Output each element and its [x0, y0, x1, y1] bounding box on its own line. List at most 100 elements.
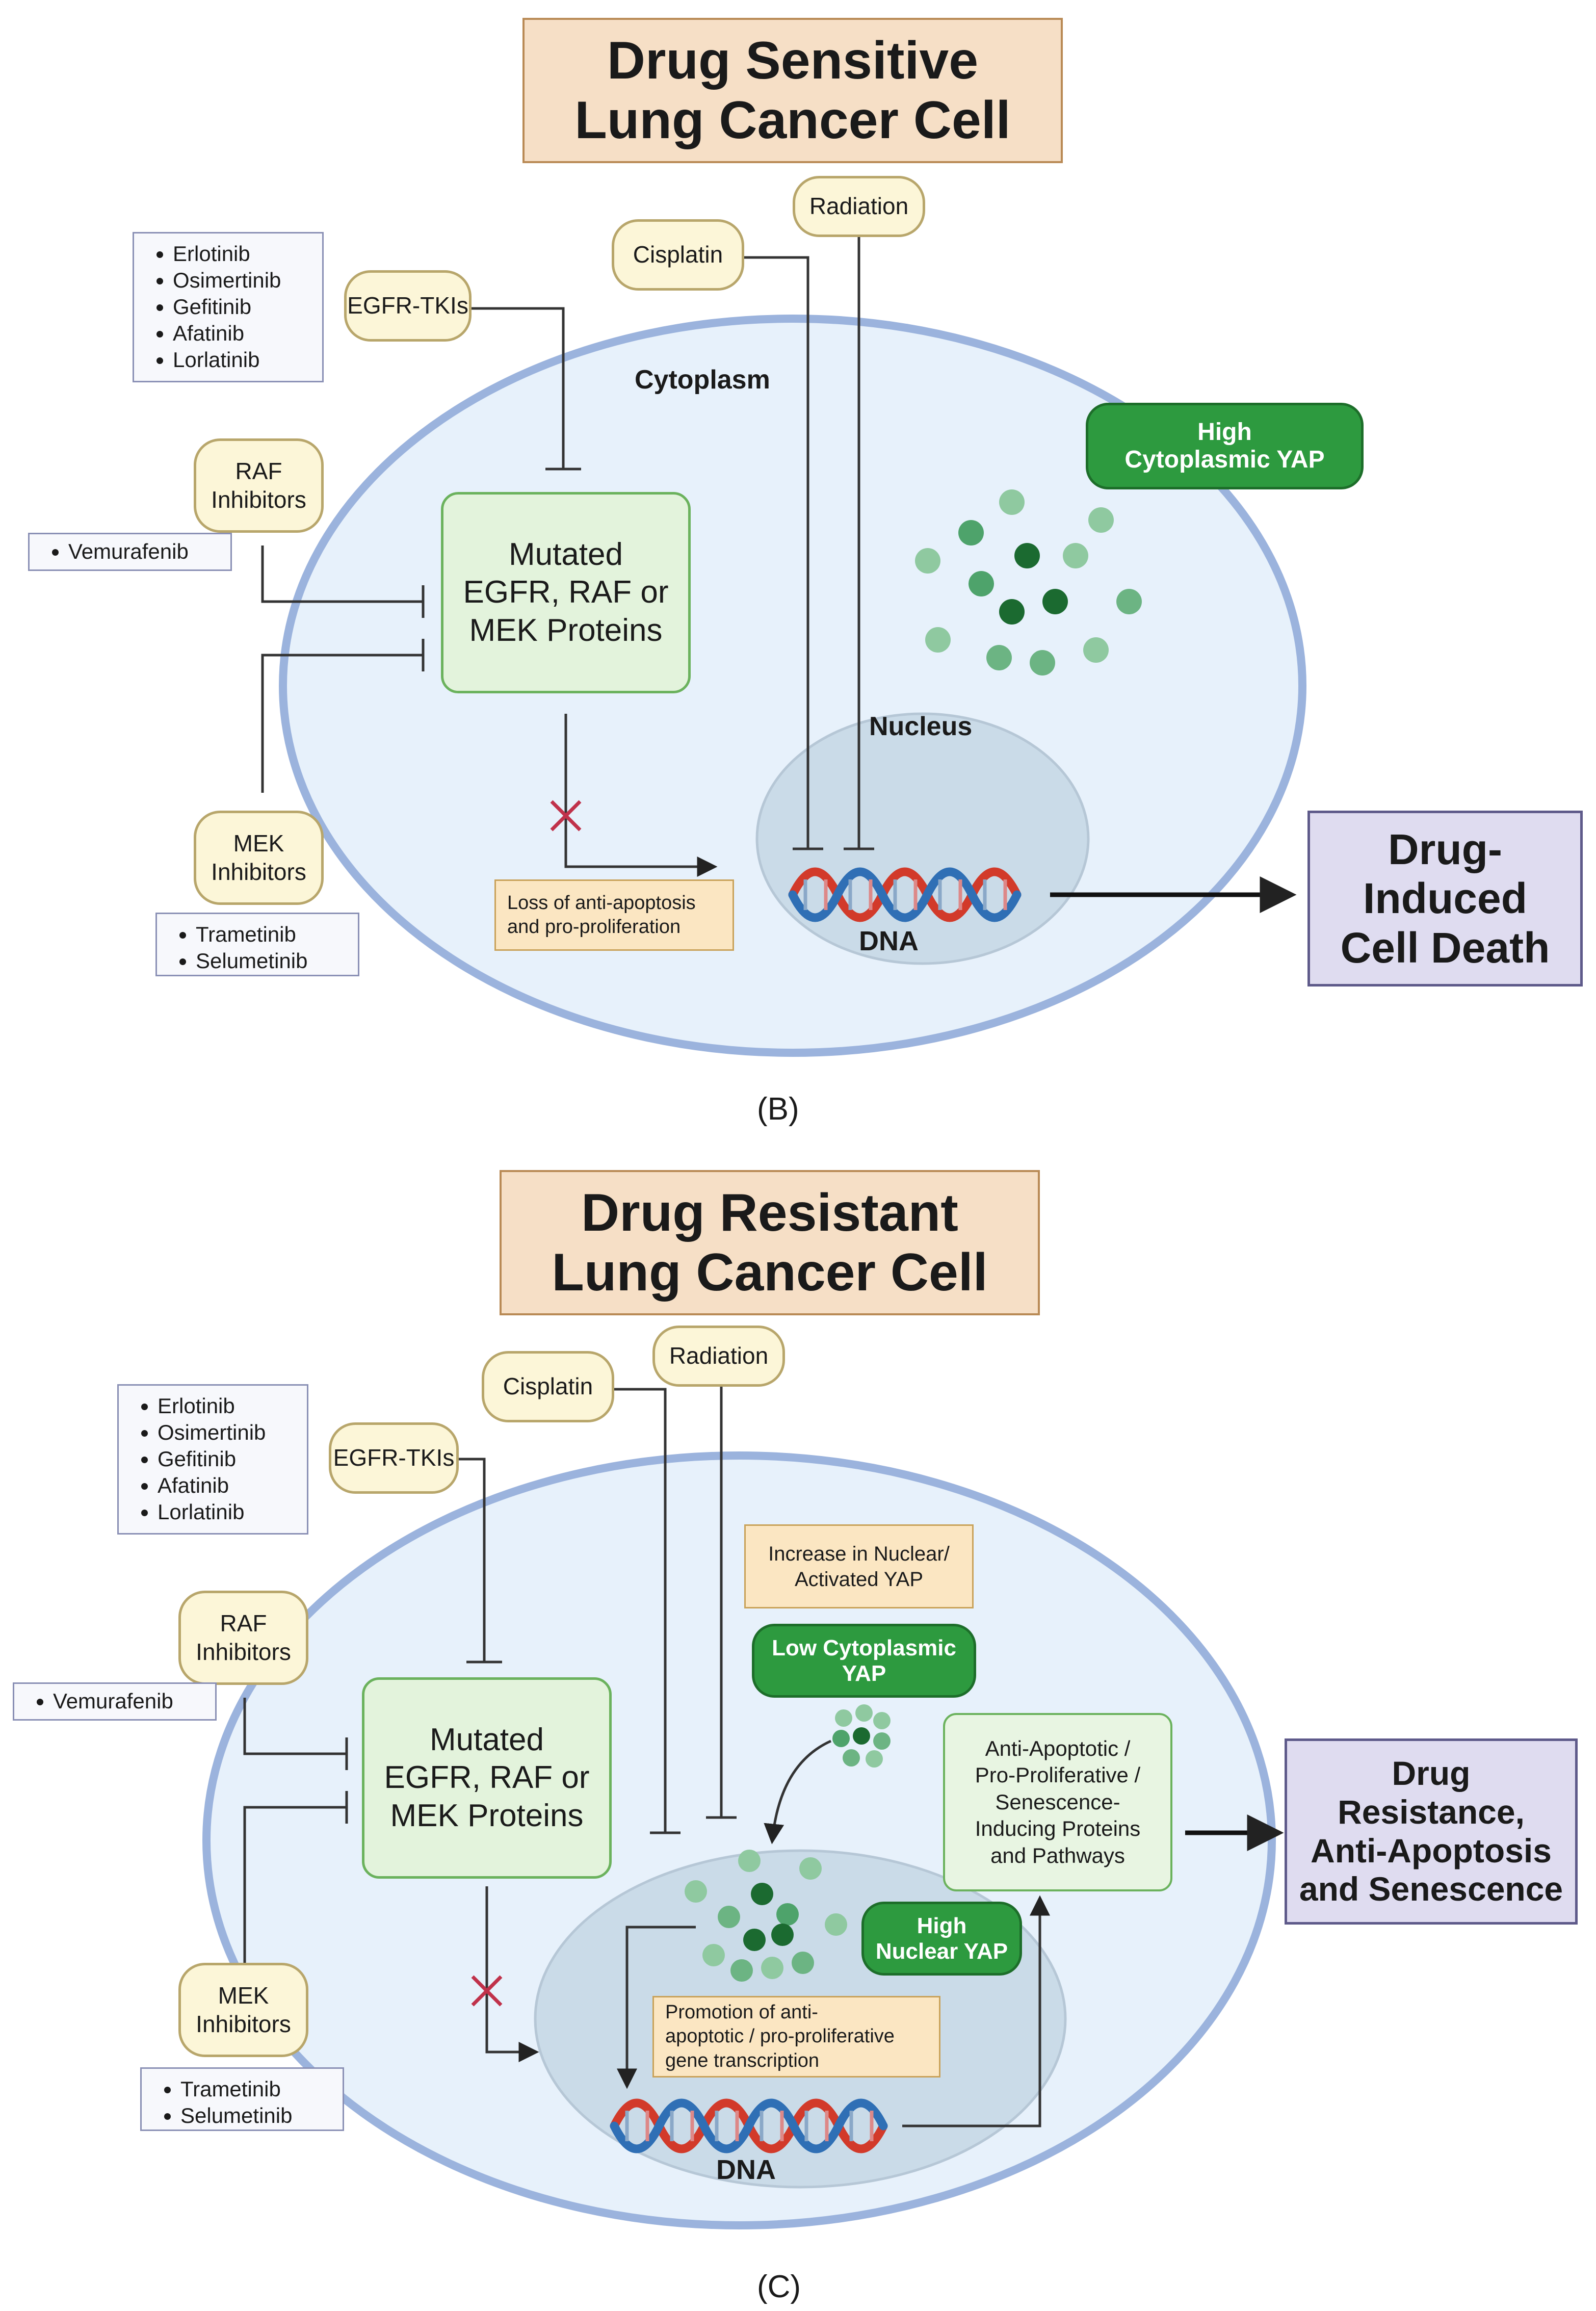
drug-item: Trametinib: [180, 2076, 333, 2102]
loss-note-b: Loss of anti-apoptosis and pro-prolifera…: [494, 879, 734, 951]
yap-dot: [1063, 543, 1088, 568]
pathway-line3: Senescence-: [995, 1789, 1120, 1814]
pathway-line2: Pro-Proliferative /: [975, 1763, 1141, 1787]
outcome-line1: Drug: [1392, 1754, 1471, 1792]
yap-dot: [835, 1709, 852, 1727]
yap-dot: [986, 645, 1012, 670]
protein-line1: Mutated: [429, 1722, 544, 1757]
dna-label-c: DNA: [716, 2154, 776, 2185]
pathway-line5: and Pathways: [990, 1843, 1125, 1867]
outcome-line2: Resistance,: [1338, 1793, 1525, 1831]
promotion-line2: apoptotic / pro-proliferative: [665, 2026, 895, 2047]
loss-line2: and pro-proliferation: [507, 916, 681, 938]
blocked-x-icon-c: [471, 1975, 503, 2007]
low-yap-line1: Low Cytoplasmic: [772, 1635, 956, 1661]
drug-item: Erlotinib: [158, 1393, 298, 1419]
cisplatin-pill-b: Cisplatin: [612, 219, 744, 291]
promotion-note-c: Promotion of anti- apoptotic / pro-proli…: [652, 1996, 940, 2078]
protein-line3: MEK Proteins: [469, 612, 663, 648]
outcome-line1: Drug-: [1388, 825, 1502, 873]
mek-line2: Inhibitors: [196, 2010, 291, 2037]
yap-dot: [855, 1704, 873, 1722]
title-c: Drug Resistant Lung Cancer Cell: [500, 1170, 1040, 1315]
raf-inhibitors-pill-c: RAF Inhibitors: [178, 1591, 308, 1685]
panel-label-b: (B): [757, 1092, 799, 1127]
raf-drug-list-c: Vemurafenib: [13, 1682, 217, 1721]
mek-line2: Inhibitors: [211, 858, 306, 885]
panel-label-c: (C): [757, 2269, 801, 2304]
low-cytoplasmic-yap-c: Low Cytoplasmic YAP: [752, 1624, 976, 1698]
yap-dot: [1014, 543, 1040, 568]
protein-line2: EGFR, RAF or: [463, 575, 669, 610]
raf-line1: RAF: [235, 458, 282, 485]
pathway-line4: Inducing Proteins: [975, 1816, 1141, 1841]
cisplatin-label: Cisplatin: [633, 241, 723, 268]
yap-line2: Cytoplasmic YAP: [1124, 446, 1325, 473]
drug-item: Trametinib: [196, 921, 349, 948]
cytoplasm-label-b: Cytoplasm: [635, 365, 770, 395]
raf-line1: RAF: [220, 1610, 267, 1637]
drug-item: Vemurafenib: [53, 1688, 206, 1715]
yap-dot: [792, 1952, 814, 1974]
egfr-tkis-label: EGFR-TKIs: [333, 1444, 455, 1471]
yap-dot: [1042, 589, 1068, 614]
yap-line1: High: [1197, 419, 1252, 446]
yap-dot: [969, 571, 994, 596]
pathways-box-c: Anti-Apoptotic / Pro-Proliferative / Sen…: [943, 1713, 1172, 1891]
mutated-proteins-box-c: Mutated EGFR, RAF or MEK Proteins: [362, 1677, 612, 1879]
yap-dot: [958, 520, 984, 546]
mek-line1: MEK: [218, 1982, 269, 2009]
drug-item: Osimertinib: [173, 267, 313, 294]
yap-dot: [843, 1749, 860, 1767]
cisplatin-pill-c: Cisplatin: [482, 1351, 614, 1422]
radiation-label: Radiation: [809, 193, 909, 220]
yap-dot: [1030, 650, 1055, 676]
yap-dot: [999, 489, 1025, 515]
drug-item: Lorlatinib: [173, 347, 313, 373]
drug-item: Vemurafenib: [68, 538, 221, 565]
egfr-tkis-pill-b: EGFR-TKIs: [344, 270, 472, 342]
pathway-line1: Anti-Apoptotic /: [985, 1736, 1131, 1760]
high-yap-line2: Nuclear YAP: [875, 1938, 1008, 1964]
drug-item: Lorlatinib: [158, 1499, 298, 1525]
connectors-b: [261, 232, 1297, 913]
yap-dot: [1083, 637, 1109, 663]
title-b-line1: Drug Sensitive: [607, 31, 979, 91]
title-b: Drug Sensitive Lung Cancer Cell: [522, 18, 1063, 163]
yap-dot: [873, 1732, 891, 1750]
egfr-tkis-label: EGFR-TKIs: [347, 292, 468, 319]
drug-item: Osimertinib: [158, 1419, 298, 1446]
outcome-line4: and Senescence: [1299, 1870, 1563, 1908]
outcome-line2: Induced: [1363, 874, 1527, 923]
yap-dot: [1116, 589, 1142, 614]
yap-dot: [730, 1959, 753, 1982]
yap-dot: [738, 1850, 761, 1872]
raf-line2: Inhibitors: [211, 486, 306, 513]
high-nuclear-yap-c: High Nuclear YAP: [861, 1902, 1022, 1976]
egfr-drug-list-b: Erlotinib Osimertinib Gefitinib Afatinib…: [133, 232, 324, 382]
outcome-box-b: Drug- Induced Cell Death: [1307, 811, 1583, 986]
outcome-line3: Cell Death: [1340, 923, 1550, 972]
title-c-line1: Drug Resistant: [581, 1183, 958, 1243]
connectors-c: [243, 1382, 1284, 2127]
drug-item: Selumetinib: [180, 2102, 333, 2129]
mek-drug-list-c: Trametinib Selumetinib: [140, 2067, 344, 2131]
high-yap-line1: High: [917, 1913, 967, 1939]
high-cytoplasmic-yap-b: High Cytoplasmic YAP: [1086, 403, 1364, 489]
mek-drug-list-b: Trametinib Selumetinib: [155, 913, 359, 976]
yap-dot: [799, 1857, 822, 1880]
radiation-pill-c: Radiation: [652, 1326, 785, 1387]
raf-drug-list-b: Vemurafenib: [28, 533, 232, 571]
yap-dot: [761, 1957, 783, 1979]
radiation-label: Radiation: [669, 1342, 769, 1369]
promotion-line3: gene transcription: [665, 2049, 820, 2071]
drug-item: Afatinib: [158, 1472, 298, 1499]
dna-helix-c: [610, 2098, 888, 2153]
low-yap-line2: YAP: [842, 1660, 886, 1686]
yap-dot: [685, 1880, 707, 1903]
dna-helix-b: [788, 867, 1022, 922]
yap-dot: [743, 1929, 766, 1951]
mek-inhibitors-pill-b: MEK Inhibitors: [194, 811, 324, 905]
dna-label-b: DNA: [859, 926, 919, 956]
drug-item: Selumetinib: [196, 948, 349, 974]
